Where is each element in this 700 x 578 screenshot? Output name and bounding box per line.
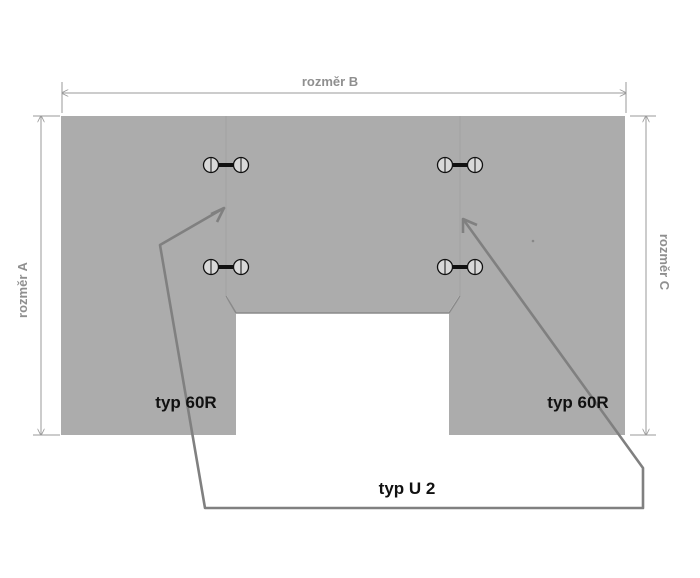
panel-seams [225, 116, 461, 314]
left-panel [61, 116, 236, 435]
dimension-b: rozměr B [62, 74, 626, 113]
right-panel [449, 116, 625, 435]
bottom-type-label: typ U 2 [379, 479, 436, 498]
leader-line-u2 [158, 206, 645, 510]
dimension-c: rozměr C [630, 116, 672, 435]
hinge-icon [436, 258, 484, 276]
left-type-label: typ 60R [155, 393, 216, 412]
hinge-icon [202, 258, 250, 276]
dimension-c-label: rozměr C [657, 234, 672, 291]
right-type-label: typ 60R [547, 393, 608, 412]
middle-panel [227, 116, 459, 313]
dimension-a: rozměr A [15, 116, 60, 435]
hinge-icon [202, 156, 250, 174]
dimension-a-label: rozměr A [15, 261, 30, 317]
panel-speck [531, 239, 535, 243]
hinge-icon [436, 156, 484, 174]
dimension-b-label: rozměr B [302, 74, 358, 89]
